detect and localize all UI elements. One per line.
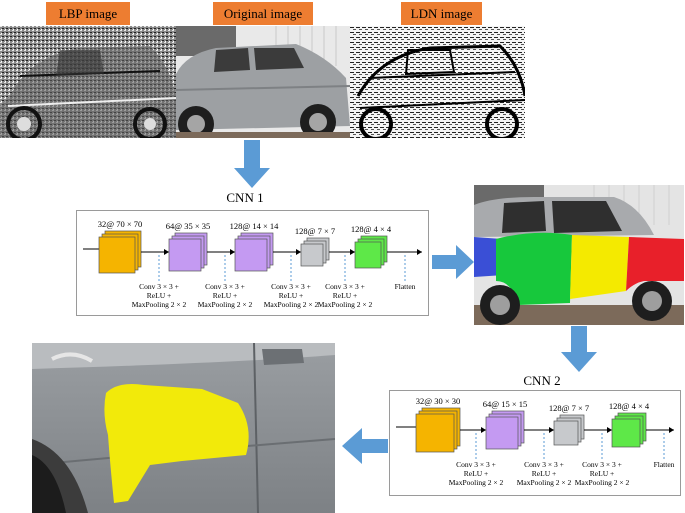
feature-map-4-sheet-1 [300,243,324,267]
feature-map-1-sheet-1 [415,413,455,453]
cnn1-diagram: 32@ 70 × 70 64@ 35 × 35 128@ 14 × 14 128@ 7… [76,210,429,316]
op-1-line-2: ReLU + [147,291,171,300]
connector-arrowhead-2 [230,249,235,255]
op-1-line-1: Conv 3 × 3 + [456,460,496,469]
op-3-line-2: ReLU + [590,469,614,478]
op-2-line-2: ReLU + [213,291,237,300]
layer-4-dim-label: 128@ 4 × 4 [609,401,650,411]
lbp-image [0,26,176,138]
arrow-down-1-icon [234,140,270,188]
connector-arrowhead-3 [607,427,612,433]
flatten-label: Flatten [654,460,675,469]
cnn2-title: CNN 2 [523,373,561,388]
arrow-left-icon [342,428,388,464]
connector-arrowhead-3 [296,249,301,255]
connector-arrowhead-4 [350,249,355,255]
op-1-line-3: MaxPooling 2 × 2 [132,300,187,309]
op-1-line-2: ReLU + [464,469,488,478]
op-2-line-3: MaxPooling 2 × 2 [517,478,572,487]
op-2-line-1: Conv 3 × 3 + [524,460,564,469]
flatten-label: Flatten [395,282,416,291]
connector-arrowhead-1 [164,249,169,255]
layer-1-dim-label: 32@ 30 × 30 [416,396,461,406]
connector-arrowhead-4 [669,427,674,433]
op-1-line-1: Conv 3 × 3 + [139,282,179,291]
op-2-line-1: Conv 3 × 3 + [205,282,245,291]
segmented-car-image [474,185,684,325]
op-2-line-3: MaxPooling 2 × 2 [198,300,253,309]
layer-2-dim-label: 64@ 15 × 15 [483,399,528,409]
connector-arrowhead-2 [549,427,554,433]
layer-4-dim-label: 128@ 7 × 7 [295,226,335,236]
layer-3-dim-label: 128@ 7 × 7 [549,403,589,413]
ldn-image [350,26,525,138]
op-3-line-2: ReLU + [279,291,303,300]
original-image [176,26,350,138]
layer-2-dim-label: 64@ 35 × 35 [166,221,211,231]
cnn2-architecture: 32@ 30 × 30 64@ 15 × 15 128@ 7 × 7 128@ 4 ×… [396,396,675,487]
cnn1-title: CNN 1 [226,190,264,205]
op-4-line-1: Conv 3 × 3 + [325,282,365,291]
feature-map-2-sheet-1 [485,416,519,450]
layer-1-dim-label: 32@ 70 × 70 [98,219,143,229]
arrow-right-1-icon [432,245,474,279]
feature-map-4-sheet-1 [611,418,641,448]
op-3-line-3: MaxPooling 2 × 2 [575,478,630,487]
feature-map-5-sheet-1 [354,241,382,269]
cnn1-architecture: 32@ 70 × 70 64@ 35 × 35 128@ 14 × 14 128@ 7… [83,219,422,309]
connector-arrowhead-5 [417,249,422,255]
op-3-line-3: MaxPooling 2 × 2 [264,300,319,309]
connector-arrowhead-1 [481,427,486,433]
lbp-label: LBP image [46,2,130,25]
original-label: Original image [213,2,313,25]
feature-map-3-sheet-1 [234,238,268,272]
op-1-line-3: MaxPooling 2 × 2 [449,478,504,487]
feature-map-1-sheet-1 [98,236,136,274]
op-4-line-3: MaxPooling 2 × 2 [318,300,373,309]
op-4-line-2: ReLU + [333,291,357,300]
ldn-label: LDN image [401,2,482,25]
op-3-line-1: Conv 3 × 3 + [271,282,311,291]
layer-5-dim-label: 128@ 4 × 4 [351,224,392,234]
damage-detection-image [32,343,335,513]
cnn2-diagram: 32@ 30 × 30 64@ 15 × 15 128@ 7 × 7 128@ 4 ×… [389,390,681,496]
op-2-line-2: ReLU + [532,469,556,478]
layer-3-dim-label: 128@ 14 × 14 [230,221,279,231]
op-3-line-1: Conv 3 × 3 + [582,460,622,469]
feature-map-3-sheet-1 [553,420,579,446]
feature-map-2-sheet-1 [168,238,202,272]
arrow-down-2-icon [561,326,597,372]
